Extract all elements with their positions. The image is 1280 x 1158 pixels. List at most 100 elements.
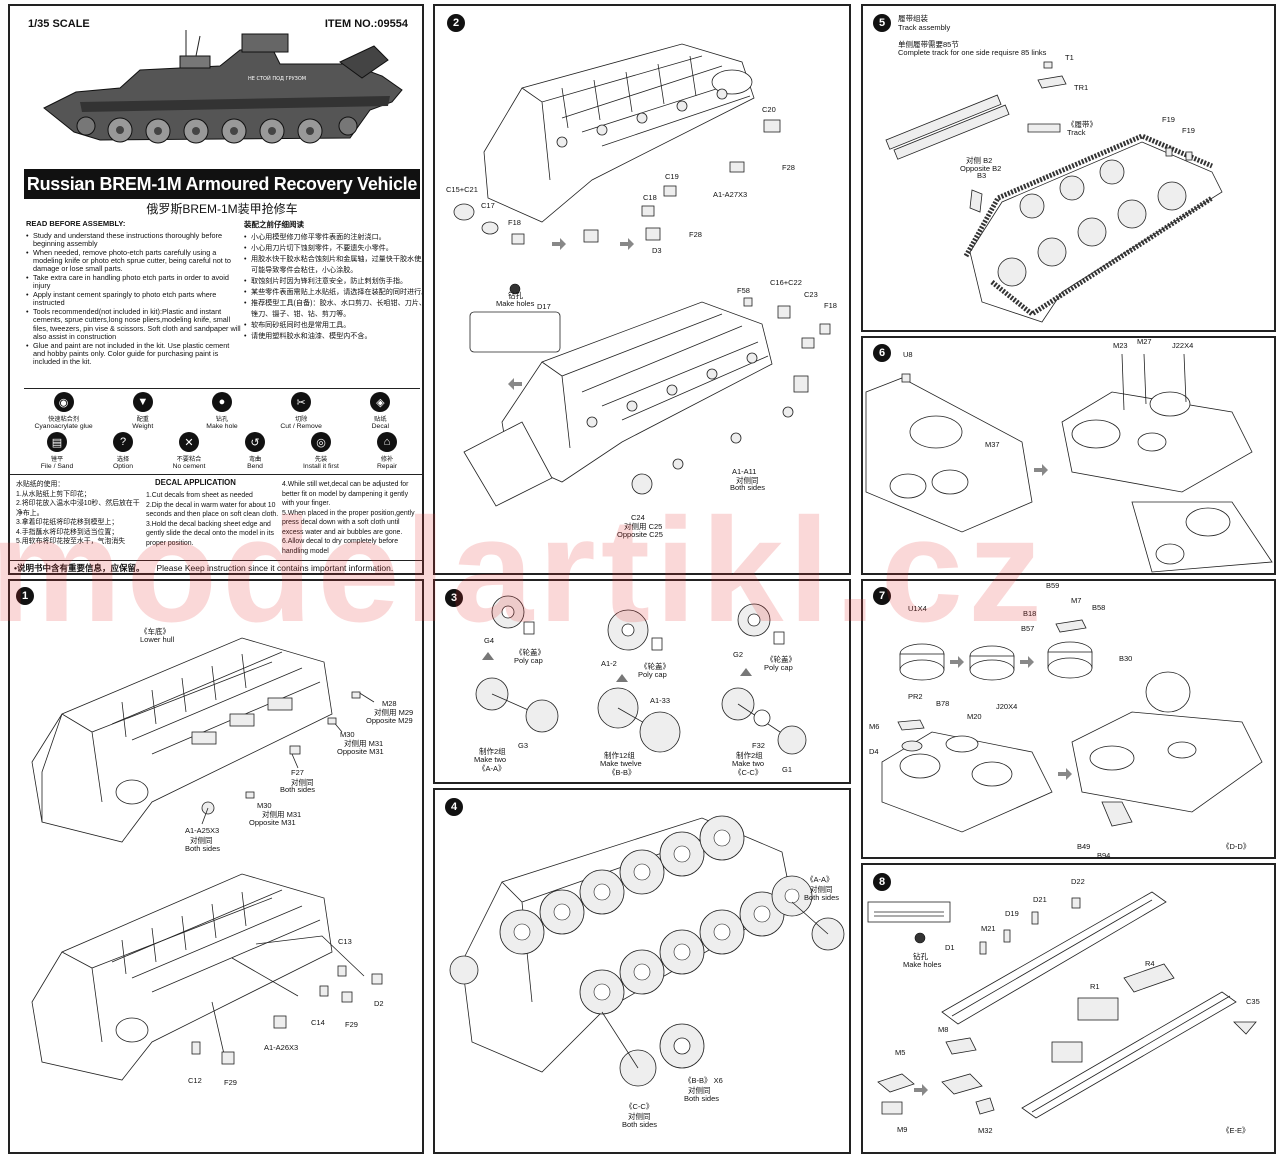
legend-cn: 配重 — [136, 416, 149, 423]
legend-en: No cement — [172, 463, 206, 470]
decal-line: press decal down with a soft cloth until — [282, 519, 400, 527]
part-callout: D22 — [1071, 877, 1085, 886]
part-callout: 《A-A》 — [478, 764, 506, 773]
drill-icon: ● — [211, 392, 232, 412]
rule-item: Tools recommended(not included in kit):P… — [26, 307, 241, 341]
part-callout: Lower hull — [140, 635, 175, 644]
part-callout: C19 — [665, 172, 679, 181]
step-8-panel: 8 — [861, 863, 1276, 1154]
part-callout: Both sides — [185, 844, 221, 853]
part-callout: Opposite M31 — [249, 818, 296, 827]
part-callout: F27 — [291, 768, 304, 777]
part-callout: D17 — [537, 302, 551, 311]
part-callout: 《轮盖》 — [640, 662, 670, 671]
road-wheels-diagram — [475, 595, 807, 755]
part-callout: 对侧 B2 — [966, 156, 993, 165]
part-callout: J22X4 — [1172, 341, 1194, 350]
legend-cn: 锉平 — [50, 456, 64, 463]
part-callout: A1-33 — [650, 696, 671, 705]
part-callout: 《E-E》 — [1222, 1126, 1250, 1135]
part-callout: 《车底》 — [140, 627, 170, 636]
part-callout: C17 — [481, 201, 495, 210]
step-number: 2 — [447, 14, 465, 32]
part-callout: Opposite M31 — [337, 747, 384, 756]
part-callout: 《C-C》 — [734, 768, 763, 777]
part-callout: Track assembly — [898, 23, 951, 32]
track-assembly-diagram — [885, 61, 1223, 323]
part-callout: 对侧用 M31 — [344, 739, 384, 748]
part-callout: B94 — [1097, 851, 1111, 860]
decal-line: proper position. — [146, 539, 194, 547]
legend-en: Install it first — [303, 463, 339, 470]
rule-item: Glue and paint are not included in the k… — [26, 341, 241, 367]
part-callout: C16+C22 — [770, 278, 802, 287]
part-callout: 《轮盖》 — [515, 648, 545, 657]
part-callout: Track — [1067, 128, 1086, 137]
part-callout: Make twelve — [600, 759, 642, 768]
part-callout: R4 — [1145, 959, 1155, 968]
legend-en: Cut / Remove — [280, 423, 322, 430]
part-callout: M8 — [938, 1025, 949, 1034]
part-callout: M32 — [978, 1126, 993, 1135]
rule-item-cn: 某些零件表面需贴上水贴纸，请选择在装配的同时进行。 — [244, 287, 422, 298]
legend-cn: 不要粘合 — [176, 456, 202, 463]
part-callout: D19 — [1005, 909, 1019, 918]
rule-item-cn: 小心用模型修刀修平零件表面的注射浇口。 — [244, 232, 422, 243]
part-callout: Complete track for one side requisre 85 … — [898, 48, 1047, 57]
part-callout: 对侧同 — [628, 1112, 651, 1121]
glue-icon: ◉ — [53, 392, 74, 412]
decal-line: 3.拿着印花纸将印花移到模型上； — [16, 519, 119, 527]
legend-en: Repair — [376, 463, 398, 470]
part-callout: 《D-D》 — [1222, 842, 1251, 851]
svg-text:НЕ СТОЙ ПОД ГРУЗОМ: НЕ СТОЙ ПОД ГРУЗОМ — [248, 75, 306, 82]
repair-icon: ⌂ — [377, 432, 397, 452]
part-callout: PR2 — [908, 692, 923, 701]
decal-line: 4.手指蘸水将印花移到适当位置； — [16, 528, 119, 536]
legend-cn: 贴纸 — [374, 416, 387, 423]
read-before-heading-cn: 装配之前仔细阅读 — [244, 220, 304, 229]
part-callout: A1-A25X3 — [185, 826, 220, 835]
part-callout: B3 — [977, 171, 987, 180]
step-number: 8 — [873, 873, 891, 891]
fenders-storage-diagram — [867, 891, 1257, 1119]
part-callout: M21 — [981, 924, 996, 933]
part-callout: C14 — [311, 1018, 325, 1027]
step-7-panel: 7 — [861, 579, 1276, 859]
decal-line: 3.Hold the decal backing sheet edge and — [146, 520, 271, 528]
suspension-arms-diagram — [453, 43, 831, 507]
legend-cn: 快速粘合剂 — [48, 416, 80, 423]
part-callout: 对侧同 — [810, 885, 833, 894]
decal-line: 2.Dip the decal in warm water for about … — [146, 501, 276, 509]
part-callout: 钻孔 — [508, 291, 523, 300]
part-callout: B59 — [1046, 581, 1060, 590]
part-callout: F29 — [224, 1078, 237, 1087]
decal-application: DECAL APPLICATION 水贴纸的使用： 1.从水贴纸上剪下印花； 2… — [10, 474, 422, 560]
part-callout: C12 — [188, 1076, 202, 1085]
assembly-rules-cn: 小心用模型修刀修平零件表面的注射浇口。 小心用刀片切下蚀刻零件，不要遗失小零件。… — [244, 232, 422, 342]
part-callout: D2 — [374, 999, 384, 1008]
part-callout: G3 — [518, 741, 529, 750]
rule-item: When needed, remove photo-etch parts car… — [26, 248, 241, 274]
part-callout: 《A-A》 — [806, 875, 834, 884]
step-number: 3 — [445, 589, 463, 607]
part-callout: M37 — [985, 440, 1000, 449]
part-callout: 《B-B》 X6 — [684, 1076, 723, 1085]
decal-steps-en-2: 4.While still wet,decal can be adjusted … — [282, 480, 415, 556]
part-callout: F28 — [782, 163, 795, 172]
part-callout: 对侧同 — [291, 778, 314, 787]
part-callout: M9 — [897, 1125, 908, 1134]
rule-item: Apply instant cement sparingly to photo … — [26, 290, 241, 307]
option-icon: ? — [113, 432, 133, 452]
part-callout: M7 — [1071, 596, 1082, 605]
part-callout: Both sides — [730, 483, 766, 492]
keep-instructions-note: •说明书中含有重要信息，应保留。 Please Keep instruction… — [10, 560, 422, 573]
part-callout: B78 — [936, 699, 950, 708]
rule-item-cn: 推荐模型工具(自备)：胶水、水口剪刀、长咀钳、刀片、锉刀、镊子、钳、钻、剪刀等。 — [244, 298, 422, 320]
step-4-panel: 4 — [433, 788, 851, 1154]
rule-item-cn: 用胶水快干胶水粘合蚀刻片和金属轴，过量快干胶水使用可能导致零件会粘住，小心涂胶。 — [244, 254, 422, 276]
